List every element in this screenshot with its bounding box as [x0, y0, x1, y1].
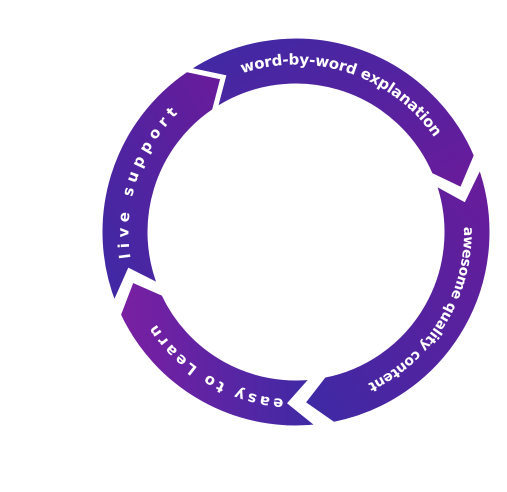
cycle-segment: awesome quality content: [298, 158, 495, 428]
cycle-segment: word-by-word explanation: [180, 33, 480, 194]
cycle-segment: easy to Learn: [115, 276, 327, 431]
cycle-arrow-shape: [97, 66, 227, 312]
cycle-arrow-shape: [298, 158, 495, 428]
cycle-segment: live support: [97, 66, 227, 312]
cycle-arrow-shape: [180, 33, 480, 194]
cycle-arrow-shape: [115, 276, 327, 431]
